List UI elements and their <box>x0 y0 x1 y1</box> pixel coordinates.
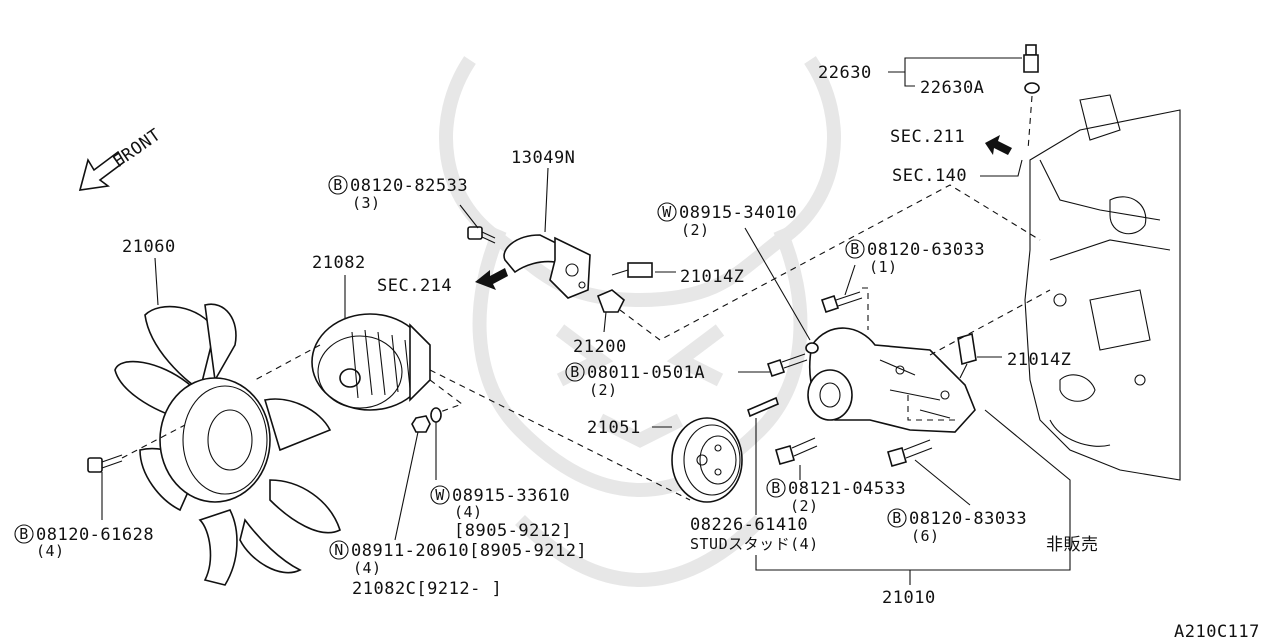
svg-text:(4): (4) <box>454 503 483 521</box>
svg-text:STUDスタッド(4): STUDスタッド(4) <box>690 535 819 553</box>
pump-bolt-63033[interactable] <box>820 291 863 314</box>
pump-bolt-0501a[interactable] <box>766 353 808 378</box>
svg-text:08915-34010: 08915-34010 <box>679 203 797 223</box>
fan-coupling[interactable] <box>311 313 431 411</box>
sec214-arrow <box>475 268 508 290</box>
temp-sensor-lower[interactable] <box>957 332 977 379</box>
svg-text:W: W <box>435 486 445 504</box>
svg-text:[8905-9212]: [8905-9212] <box>454 521 572 541</box>
fan-bolt[interactable] <box>87 454 123 473</box>
callout-08120-61628: B 08120-61628 (4) <box>14 524 154 560</box>
callout-08915-33610: W 08915-33610 (4) [8905-9212] <box>430 485 572 541</box>
callout-08226-61410-stud: 08226-61410 STUDスタッド(4) <box>690 515 819 553</box>
svg-text:08120-82533: 08120-82533 <box>350 176 468 196</box>
label-21200: 21200 <box>573 337 627 357</box>
svg-text:B: B <box>570 363 580 381</box>
thermostat[interactable] <box>596 289 625 313</box>
svg-text:08915-33610: 08915-33610 <box>452 486 570 506</box>
callout-08120-83033: B 08120-83033 (6) <box>887 508 1027 545</box>
cooling-fan[interactable] <box>114 303 341 586</box>
front-label: FRONT <box>109 125 164 172</box>
svg-text:(2): (2) <box>681 221 710 239</box>
callout-08120-63033: B 08120-63033 (1) <box>845 239 985 276</box>
svg-text:(2): (2) <box>790 497 819 515</box>
label-not-sold: 非販売 <box>1046 535 1099 555</box>
watermark-emblem <box>439 56 841 588</box>
pump-stud[interactable] <box>747 396 779 418</box>
callout-08121-04533: B 08121-04533 (2) <box>766 478 906 515</box>
svg-text:B: B <box>333 176 343 194</box>
svg-text:08011-0501A: 08011-0501A <box>587 363 705 383</box>
svg-text:(3): (3) <box>352 194 381 212</box>
callout-08911-20610: N 08911-20610[8905-9212] (4) <box>329 540 587 577</box>
sender-washer-22630a[interactable] <box>1024 82 1040 94</box>
label-21014z-lower: 21014Z <box>1007 350 1071 370</box>
outlet-bolt[interactable] <box>467 226 496 244</box>
svg-text:08121-04533: 08121-04533 <box>788 479 906 499</box>
coupling-nut[interactable] <box>411 415 431 433</box>
callout-08915-34010: W 08915-34010 (2) <box>657 202 797 239</box>
water-pump-pulley[interactable] <box>671 417 743 503</box>
pump-bolt-83033[interactable] <box>887 439 933 467</box>
svg-text:W: W <box>662 203 672 221</box>
temp-sender-22630[interactable] <box>1023 44 1039 73</box>
water-pump-body[interactable] <box>807 327 976 433</box>
label-sec140: SEC.140 <box>892 166 967 186</box>
label-sec211: SEC.211 <box>890 127 965 147</box>
leader-lines <box>101 57 1071 585</box>
label-21010: 21010 <box>882 588 936 608</box>
water-outlet[interactable] <box>503 234 591 299</box>
coupling-washer[interactable] <box>430 407 442 423</box>
svg-text:B: B <box>771 479 781 497</box>
engine-block <box>1024 94 1181 481</box>
callout-08011-0501a: B 08011-0501A (2) <box>565 362 705 399</box>
label-13049n: 13049N <box>511 148 575 168</box>
svg-text:(4): (4) <box>353 559 382 577</box>
temp-sensor-upper[interactable] <box>611 262 653 278</box>
svg-text:B: B <box>850 240 860 258</box>
label-21060: 21060 <box>122 237 176 257</box>
svg-text:(1): (1) <box>869 258 898 276</box>
svg-text:08120-83033: 08120-83033 <box>909 509 1027 529</box>
label-21051: 21051 <box>587 418 641 438</box>
svg-text:08911-20610[8905-9212]: 08911-20610[8905-9212] <box>351 541 587 561</box>
front-arrow: FRONT <box>78 125 165 191</box>
svg-text:B: B <box>892 509 902 527</box>
svg-text:08226-61410: 08226-61410 <box>690 515 808 535</box>
svg-text:B: B <box>19 525 29 543</box>
svg-text:08120-63033: 08120-63033 <box>867 240 985 260</box>
svg-text:N: N <box>334 541 344 559</box>
label-22630: 22630 <box>818 63 872 83</box>
svg-text:(4): (4) <box>36 542 65 560</box>
pump-bolt-04533[interactable] <box>775 437 818 465</box>
sec211-arrow <box>985 135 1012 155</box>
callout-08120-82533: B 08120-82533 (3) <box>328 175 468 212</box>
svg-text:08120-61628: 08120-61628 <box>36 525 154 545</box>
label-21014z-upper: 21014Z <box>680 267 744 287</box>
label-21082c: 21082C[9212- ] <box>352 579 502 599</box>
label-sec214: SEC.214 <box>377 276 452 296</box>
label-22630a: 22630A <box>920 78 984 98</box>
doc-code: A210C117 <box>1174 622 1260 639</box>
svg-text:(2): (2) <box>589 381 618 399</box>
label-21082: 21082 <box>312 253 366 273</box>
pump-washer-34010[interactable] <box>805 342 819 354</box>
svg-text:(6): (6) <box>911 527 940 545</box>
